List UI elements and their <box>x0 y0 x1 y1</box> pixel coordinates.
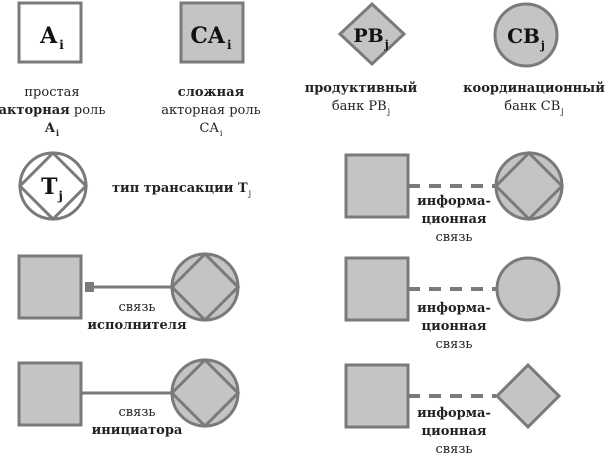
svg-text:ционная: ционная <box>422 424 487 439</box>
coordination-bank-symbol: CBj <box>493 2 559 68</box>
production-bank-glyph-sub: j <box>384 38 389 51</box>
simple-role-caption-line1: простая <box>24 85 79 100</box>
complex-role-glyph: CA <box>190 23 226 49</box>
complex-actor-role-caption: сложная акторная роль CAi <box>161 85 260 138</box>
complex-role-caption-line1: сложная <box>178 85 245 100</box>
svg-text:Tj: Tj <box>41 174 63 203</box>
info-link-1-caption: информа- ционная связь <box>417 194 491 245</box>
svg-text:Ai: Ai <box>44 121 59 138</box>
simple-role-glyph-sub: i <box>59 38 64 52</box>
svg-text:PBj: PBj <box>353 25 388 51</box>
svg-text:банк CBj: банк CBj <box>504 99 563 116</box>
initiator-link-caption: связь инициатора <box>92 405 183 438</box>
complex-role-glyph-sub: i <box>227 38 232 52</box>
initiator-link <box>17 357 241 429</box>
svg-text:связь: связь <box>436 337 473 352</box>
info-link-2 <box>344 256 561 322</box>
svg-text:связь: связь <box>119 300 156 315</box>
complex-role-caption-line2: акторная роль <box>161 103 260 118</box>
complex-role-caption-line3-sub: i <box>220 129 223 138</box>
transaction-type-symbol: Tj <box>17 150 89 222</box>
svg-text:ционная: ционная <box>422 212 487 227</box>
svg-text:CAi: CAi <box>200 121 223 138</box>
svg-text:CAi: CAi <box>190 23 232 52</box>
production-bank-caption-line2-sub: j <box>387 107 390 116</box>
svg-text:связь: связь <box>436 230 473 245</box>
svg-text:исполнителя: исполнителя <box>87 318 187 333</box>
svg-text:Ai: Ai <box>39 23 64 52</box>
coordination-bank-glyph-sub: j <box>540 39 545 52</box>
production-bank-caption-line1: продуктивный <box>305 81 418 96</box>
coordination-bank-caption-line1: координационный <box>463 81 605 96</box>
transaction-type-caption: тип трансакции Tj <box>112 181 251 198</box>
info-link-1 <box>344 150 565 222</box>
svg-text:CBj: CBj <box>507 24 545 52</box>
simple-role-glyph: A <box>39 23 58 49</box>
coordination-bank-caption-line2: банк CB <box>504 99 560 114</box>
svg-text:информа-: информа- <box>417 194 491 209</box>
coordination-bank-caption: координационный банк CBj <box>463 81 605 116</box>
simple-role-caption-line2: акторная <box>0 103 70 118</box>
production-bank-symbol: PBj <box>337 1 407 67</box>
svg-text:акторная роль: акторная роль <box>0 103 105 118</box>
info-link-3 <box>344 362 562 430</box>
simple-actor-role-caption: простая акторная роль Ai <box>0 85 105 138</box>
simple-role-caption-line2b: роль <box>74 103 105 118</box>
production-bank-caption-line2: банк PB <box>332 99 387 114</box>
svg-text:связь: связь <box>436 442 473 457</box>
complex-role-caption-line3: CA <box>200 121 220 136</box>
svg-text:связь: связь <box>119 405 156 420</box>
info-link-3-caption: информа- ционная связь <box>417 406 491 457</box>
svg-text:информа-: информа- <box>417 406 491 421</box>
svg-text:инициатора: инициатора <box>92 423 183 438</box>
transaction-type-glyph-sub: j <box>58 189 63 203</box>
production-bank-caption: продуктивный банк PBj <box>305 81 418 116</box>
coordination-bank-glyph: CB <box>507 24 540 48</box>
executor-link <box>17 251 241 323</box>
svg-text:информа-: информа- <box>417 301 491 316</box>
svg-text:банк PBj: банк PBj <box>332 99 390 116</box>
coordination-bank-caption-line2-sub: j <box>560 107 563 116</box>
simple-role-caption-line3: A <box>44 121 56 136</box>
info-link-2-caption: информа- ционная связь <box>417 301 491 352</box>
svg-text:ционная: ционная <box>422 319 487 334</box>
simple-role-caption-line3-sub: i <box>56 128 59 138</box>
production-bank-glyph: PB <box>353 25 383 47</box>
executor-link-caption: связь исполнителя <box>87 300 187 333</box>
transaction-type-glyph: T <box>41 174 58 200</box>
